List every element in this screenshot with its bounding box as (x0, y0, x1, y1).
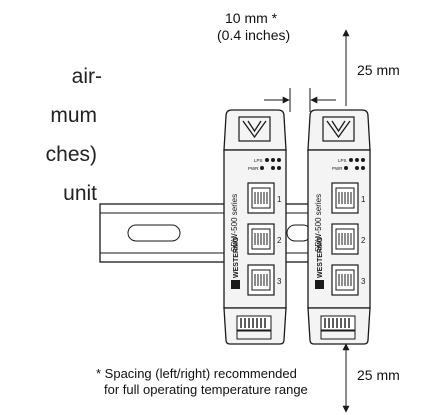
spacing-dimension (264, 88, 336, 112)
device-left-port-number-3: 3 (277, 277, 282, 286)
spacing-value-label: 10 mm * (225, 10, 278, 26)
body-text-line-3: ches) (45, 143, 97, 166)
device-right-series-label: SDW-500 series (314, 194, 323, 252)
body-text-line-2: mum (50, 104, 97, 127)
spacing-inches-label: (0.4 inches) (217, 27, 291, 43)
device-right-port-number-2: 2 (361, 236, 366, 245)
device-right-pwr-label: PWR (332, 166, 343, 171)
device-left-brand-label: WESTERMO (233, 236, 240, 278)
bottom-clearance-label: 25 mm (357, 367, 400, 383)
body-text-line-4: unit (63, 182, 97, 205)
footnote-line-2: for full operating temperature range (104, 382, 308, 397)
device-right-port-number-3: 3 (361, 277, 366, 286)
device-left-pwr-label: PWR (248, 166, 259, 171)
device-right-port-number-1: 1 (361, 195, 366, 204)
top-clearance-label: 25 mm (357, 62, 400, 78)
device-right-lps-label: LPS (338, 158, 347, 163)
device-left-port-number-2: 2 (277, 236, 282, 245)
device-left-port-number-1: 1 (277, 195, 282, 204)
device-right (307, 109, 371, 345)
footnote-line-1: * Spacing (left/right) recommended (96, 366, 297, 381)
device-right-brand-label: WESTERMO (317, 236, 324, 278)
device-left-series-label: SDW-500 series (230, 194, 239, 252)
device-left (223, 109, 287, 345)
body-text-line-1: air- (71, 65, 102, 88)
device-left-lps-label: LPS (254, 158, 263, 163)
